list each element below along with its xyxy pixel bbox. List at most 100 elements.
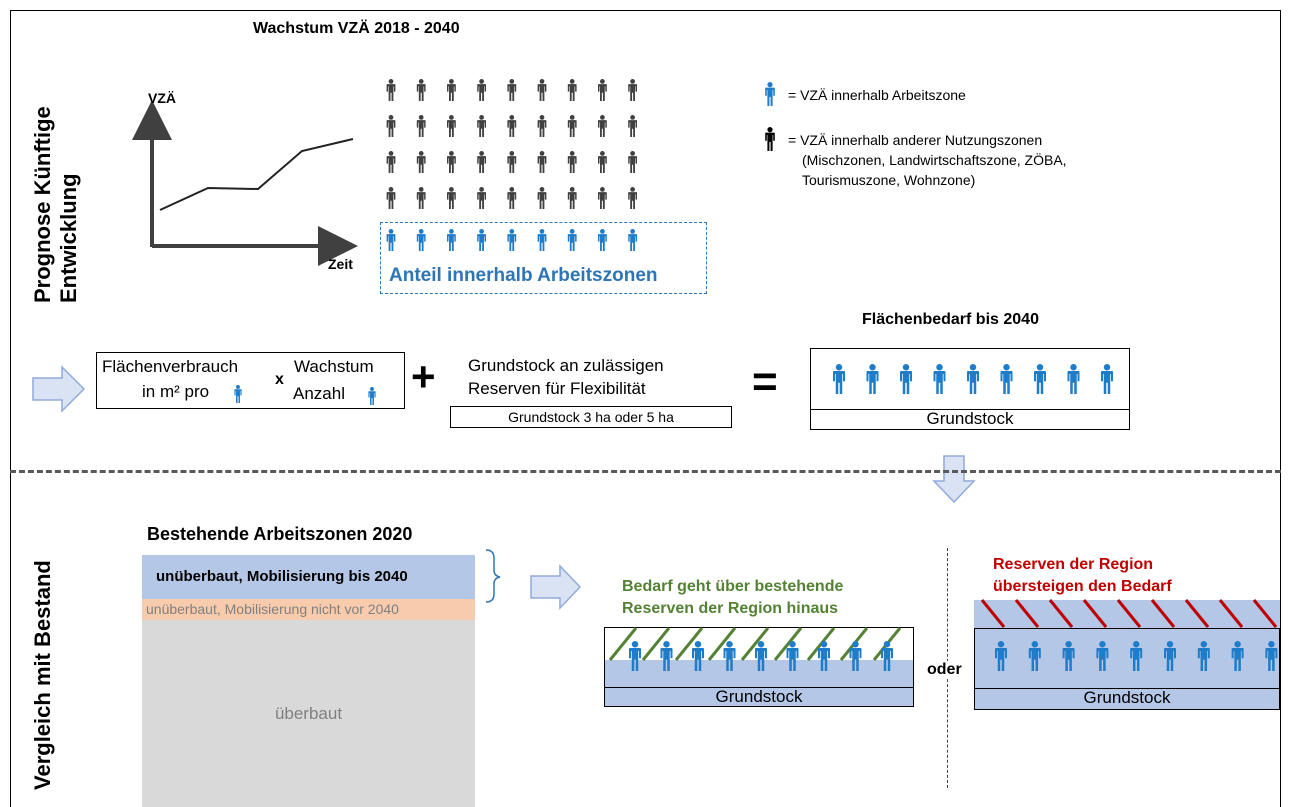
case2-person-icon-3 <box>1096 641 1109 671</box>
case1-person-icon-5 <box>786 641 799 671</box>
person-icon-other-2-7 <box>598 151 607 173</box>
case2-hatch-0 <box>980 599 1006 628</box>
result-person-icon-8 <box>1101 364 1113 394</box>
person-icon-other-0-4 <box>507 79 517 101</box>
person-icon-work-6 <box>567 229 577 251</box>
base-line1: Grundstock an zulässigen <box>468 356 664 375</box>
case2-person-icon-8 <box>1265 641 1278 671</box>
person-icon-other-0-8 <box>628 79 637 101</box>
growth-line1: Wachstum <box>294 357 374 376</box>
person-icon-other-1-2 <box>447 115 456 137</box>
case1-person-icon-7 <box>849 641 862 671</box>
person-icon-other-3-1 <box>416 187 426 209</box>
case2-box: Grundstock <box>974 628 1280 710</box>
formula-arrow <box>32 365 86 413</box>
case1-person-icon-6 <box>818 641 830 671</box>
case1-hatch-1 <box>641 627 671 661</box>
person-icon-other-2-4 <box>507 151 517 173</box>
growth-chart-title: Wachstum VZÄ 2018 - 2040 <box>253 20 460 37</box>
case2-hatch-3 <box>1082 599 1108 628</box>
person-icon-other-0-6 <box>567 79 577 101</box>
compare-arrow <box>530 564 582 610</box>
legend-blue-person-icon <box>765 82 775 106</box>
person-icon-other-0-2 <box>447 79 456 101</box>
person-icon-other-3-5 <box>537 187 547 209</box>
result-divider <box>811 409 1129 410</box>
result-label: Grundstock <box>926 409 1014 428</box>
person-icon-other-0-3 <box>477 79 486 101</box>
equals-sign: = <box>752 357 778 406</box>
area-line1: Flächenverbrauch <box>102 357 239 376</box>
person-icon-other-2-8 <box>628 151 637 173</box>
case1-person-icon-1 <box>660 641 673 671</box>
case2-hatch-6 <box>1184 599 1210 628</box>
formula-growth-person-icon <box>368 387 376 405</box>
person-icon-work-8 <box>628 229 637 251</box>
person-icon-work-0 <box>386 229 396 251</box>
case2-divider <box>975 688 1279 689</box>
person-icon-other-3-4 <box>507 187 517 209</box>
person-icon-other-3-3 <box>477 187 486 209</box>
formula-box <box>96 352 405 409</box>
person-icon-work-4 <box>507 229 517 251</box>
case1-person-icon-0 <box>629 641 641 671</box>
result-title: Flächenbedarf bis 2040 <box>862 311 1039 328</box>
section-separator <box>10 470 1281 473</box>
person-icon-other-1-3 <box>477 115 486 137</box>
person-icon-other-1-6 <box>567 115 577 137</box>
result-person-icon-6 <box>1034 364 1046 394</box>
person-icon-other-3-6 <box>567 187 577 209</box>
legend-black-person-icon <box>765 127 775 151</box>
person-icon-other-3-8 <box>628 187 637 209</box>
person-icon-other-0-0 <box>386 79 396 101</box>
case2-person-icon-5 <box>1164 641 1176 671</box>
case2-line1: Reserven der Region <box>993 556 1154 573</box>
times-sign: x <box>275 371 284 388</box>
person-icon-other-0-1 <box>416 79 426 101</box>
case2-hatch-1 <box>1014 599 1040 628</box>
or-label: oder <box>926 661 963 679</box>
x-axis-label: Zeit <box>328 256 353 272</box>
case1-person-icon-3 <box>723 641 736 671</box>
person-icon-other-1-7 <box>598 115 607 137</box>
result-person-icon-7 <box>1067 364 1080 394</box>
case1-hatch-4 <box>740 627 770 661</box>
case2-label: Grundstock <box>1083 688 1171 707</box>
person-icon-other-3-2 <box>447 187 456 209</box>
result-person-icon-2 <box>900 364 912 394</box>
person-icon-work-5 <box>537 229 547 251</box>
case2-person-icon-1 <box>1028 641 1041 671</box>
case1-line1: Bedarf geht über bestehende <box>622 578 844 595</box>
case2-reserve <box>974 600 1280 628</box>
layer-not-mobil <box>142 599 475 620</box>
case2-person-icon-4 <box>1130 641 1143 671</box>
growth-line2: Anzahl <box>293 384 345 403</box>
person-icon-work-1 <box>416 229 426 251</box>
legend-black-text-2: (Mischzonen, Landwirtschaftszone, ZÖBA, <box>802 152 1067 168</box>
plus-sign: + <box>411 353 436 400</box>
layer-mobil-label: unüberbaut, Mobilisierung bis 2040 <box>156 568 408 585</box>
result-person-icon-5 <box>1000 364 1013 394</box>
case2-hatch-4 <box>1116 599 1142 628</box>
existing-title: Bestehende Arbeitszonen 2020 <box>147 524 413 544</box>
person-icon-other-2-3 <box>477 151 486 173</box>
person-icon-other-0-7 <box>598 79 607 101</box>
diagram-frame <box>10 10 1281 807</box>
layer-built <box>142 620 475 807</box>
case1-hatch-2 <box>674 627 704 661</box>
person-icon-other-2-6 <box>567 151 577 173</box>
base-line2: Reserven für Flexibilität <box>468 379 646 398</box>
person-icon-work-3 <box>477 229 486 251</box>
case2-hatch-2 <box>1048 599 1074 628</box>
case2-hatch-7 <box>1218 599 1244 628</box>
case1-text: Bedarf geht über bestehende Reserven der… <box>622 576 843 620</box>
legend-black-text-3: Tourismuszone, Wohnzone) <box>802 172 976 188</box>
case1-hatch-5 <box>773 627 803 661</box>
